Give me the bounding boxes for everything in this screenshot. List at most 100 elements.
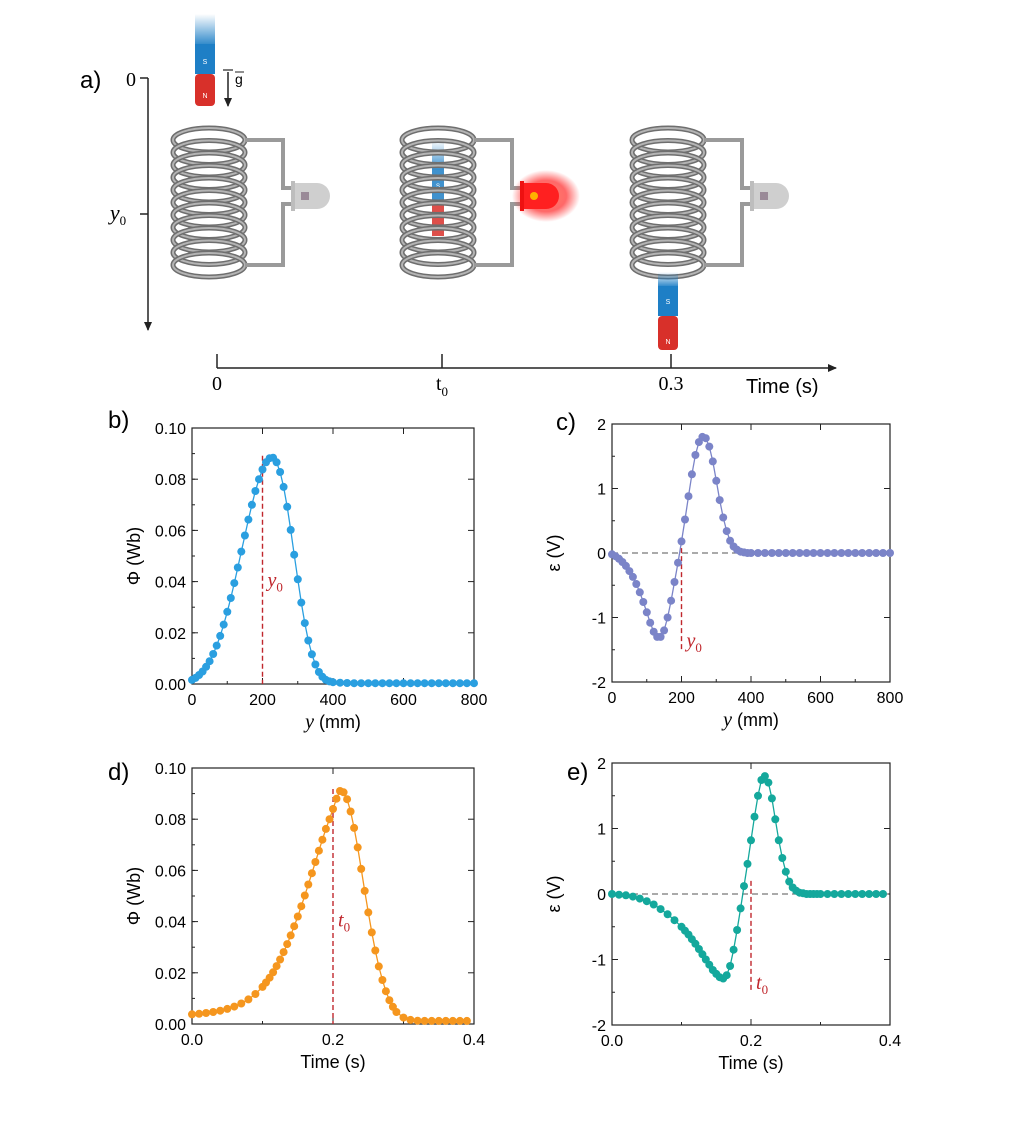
data-point [621,891,630,900]
data-point [350,679,359,688]
magnet-south-pole [658,286,678,316]
data-point [314,846,323,855]
data-point [339,788,348,797]
data-point [715,496,724,505]
y-axis-label: ε (V) [544,534,564,571]
data-point [311,660,320,669]
series-line [611,774,883,980]
data-point [767,794,776,803]
y-axis-label: Φ (Wb) [124,527,144,585]
y-tick-label: 0.08 [155,812,186,829]
x-tick-label: 600 [390,692,417,709]
coil [170,125,248,280]
data-point [290,922,299,931]
data-point [427,1016,436,1025]
data-point [307,869,316,878]
data-point [844,890,853,898]
data-point [413,1016,422,1025]
data-point [823,549,832,557]
data-point [346,807,355,816]
plot-frame [191,427,475,685]
data-point [677,537,686,546]
data-point [230,579,239,588]
x-tick-label: 800 [461,692,488,709]
led-unlit-icon [291,181,330,211]
panel-label: b) [108,407,129,434]
data-point [247,500,256,509]
data-point [343,679,352,687]
series-line [611,436,890,638]
data-point [628,892,637,901]
led-unlit-icon [750,181,789,211]
data-point [188,1010,196,1019]
led-lit-icon [512,170,580,222]
y-axis-label: ε (V) [544,875,564,912]
data-point [374,962,383,971]
data-point [223,1004,232,1013]
data-point [722,527,731,536]
data-point [663,613,672,622]
y-tick-label: 0.10 [155,421,186,438]
x-axis-label: Time (s) [718,1053,783,1073]
svg-text:S: S [666,299,671,306]
data-point [642,897,651,906]
x-tick-label: 0.4 [879,1033,901,1050]
x-tick-label: 200 [668,690,695,707]
coil-assembly-start [170,125,330,280]
data-point [774,549,783,557]
data-point [321,824,330,833]
data-point [670,578,679,586]
panel-label-a: a) [80,67,101,94]
gravity-label: g [235,71,243,87]
data-point [663,910,672,919]
data-point [729,945,738,954]
data-point [367,928,376,937]
y-tick-label: -1 [592,953,606,970]
time-tick-0: 0 [212,373,222,395]
x-tick-label: 0.2 [740,1033,762,1050]
data-point [283,502,292,511]
data-point [318,835,327,844]
y-axis-y0-label: y0 [108,200,126,228]
data-point [336,678,345,687]
panel-label: c) [556,409,576,436]
data-point [420,679,429,688]
y-tick-label: 0 [597,887,606,904]
data-point [733,926,742,934]
magnet-south-pole [195,44,215,74]
magnet-north-pole [432,202,444,236]
data-point [293,912,302,921]
data-point [420,1016,429,1025]
data-point [462,679,471,688]
y-tick-label: -2 [592,1018,606,1035]
data-point [615,890,623,899]
data-point [687,470,696,479]
coil-assembly-t0: S [399,125,580,280]
data-point [802,549,811,557]
data-point [886,549,894,557]
circuit-wire [245,138,293,267]
data-point [205,657,214,666]
data-point [670,916,679,925]
y-tick-label: 2 [597,756,606,773]
data-point [750,812,759,821]
y-axis-label: Φ (Wb) [124,867,144,925]
data-point [406,679,415,688]
data-point [290,550,299,559]
data-point [279,482,288,491]
data-point [795,549,804,557]
data-point [740,882,748,891]
data-point [360,886,369,895]
data-point [434,679,443,688]
data-point [837,890,846,898]
data-point [462,1016,471,1025]
data-point [865,549,874,557]
data-point [455,679,464,688]
data-point [350,823,359,832]
coil [399,125,477,280]
marker-label: t0 [756,972,768,997]
data-point [325,815,334,824]
data-point [276,468,285,476]
data-point [286,931,295,940]
